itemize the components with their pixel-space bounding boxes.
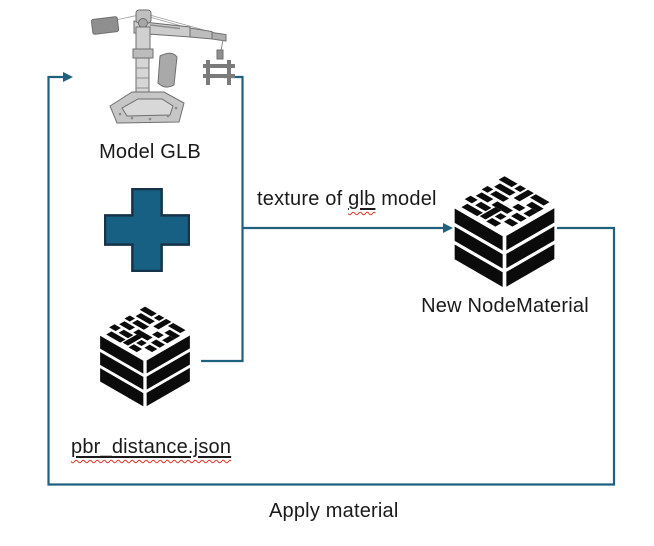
apply-material-loop-line [47, 75, 616, 486]
new-nodematerial-label: New NodeMaterial [421, 295, 589, 317]
loop-arrowhead-icon [63, 72, 73, 82]
texture-label-misspelled-word: glb [348, 188, 376, 210]
apply-material-label: Apply material [269, 500, 399, 522]
texture-label-suffix: model [375, 188, 437, 210]
plus-icon [104, 188, 190, 272]
texture-edge-label: texture of glb model [257, 188, 437, 211]
crane-3d-model-icon [90, 9, 235, 124]
model-glb-label: Model GLB [99, 141, 201, 163]
pbr-json-material-cube-icon [95, 302, 195, 410]
texture-arrowhead-icon [443, 223, 453, 233]
pbr-json-label: pbr_distance.json [71, 436, 232, 458]
new-nodematerial-cube-icon [449, 171, 560, 291]
texture-label-prefix: texture of [257, 188, 349, 210]
